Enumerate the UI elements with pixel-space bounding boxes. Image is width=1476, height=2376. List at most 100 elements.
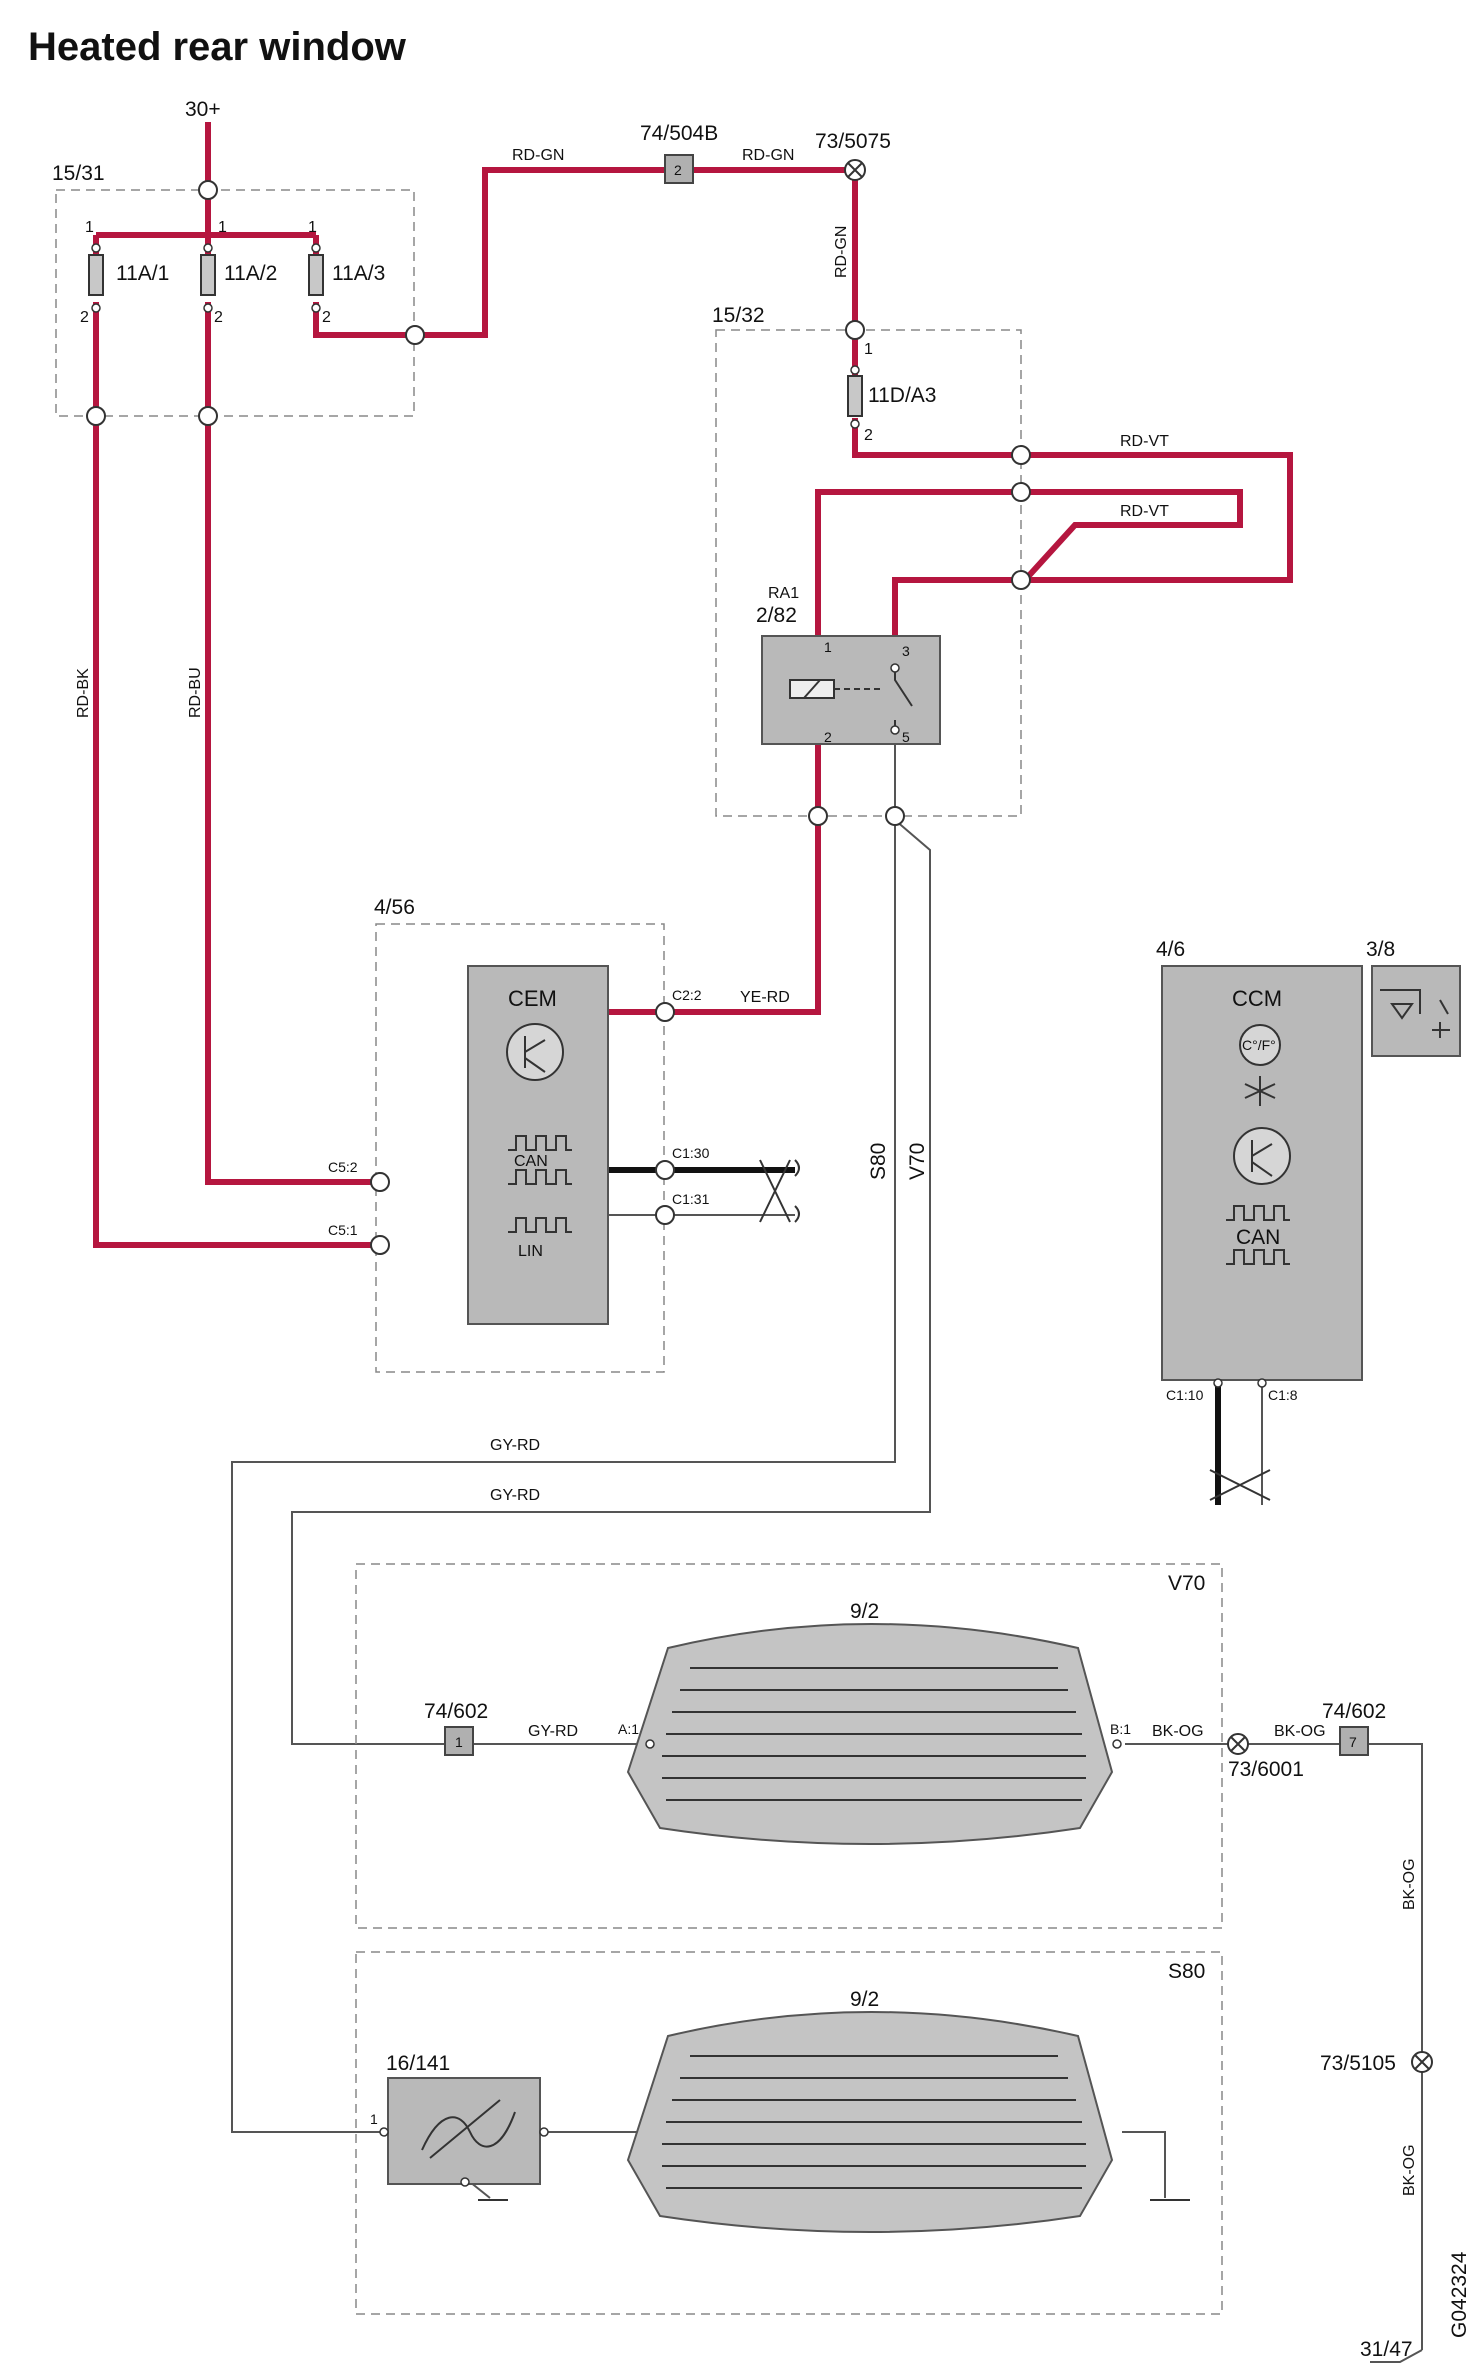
label-splice-ground: 73/5105 (1320, 2052, 1396, 2075)
label-splice-top: 73/5075 (815, 130, 891, 153)
twisted-pair-symbol-cem (759, 1159, 791, 1223)
label-ccm-c1-10: C1:10 (1166, 1387, 1204, 1403)
label-cem-lin: LIN (518, 1243, 543, 1260)
label-wire-rdvt-2: RD-VT (1120, 503, 1169, 520)
label-ccm-can: CAN (1236, 1226, 1280, 1249)
label-relay-pin-5: 5 (902, 729, 910, 745)
ccm-transistor-icon (1233, 1127, 1291, 1185)
switch-module-symbol (1380, 989, 1450, 1038)
node-relaybox-rdvt-1 (1011, 445, 1031, 465)
label-relay-pin-2: 2 (824, 729, 832, 745)
cut-symbol-cem (794, 1159, 800, 1223)
label-ccm-c1-8: C1:8 (1268, 1387, 1298, 1403)
splice-73-6001 (1227, 1733, 1249, 1755)
label-relay-pin-1: 1 (824, 639, 832, 655)
label-wire-gyrd-s80: GY-RD (490, 1437, 540, 1454)
cem-can-wave-bottom (508, 1169, 572, 1185)
pin-relay-3 (890, 663, 900, 673)
node-cem-c2-2 (655, 1002, 675, 1022)
splice-73-5105 (1411, 2051, 1433, 2073)
label-ccm-temp: C°/F° (1242, 1037, 1276, 1053)
label-ground-ref: 31/47 (1360, 2338, 1413, 2361)
relay-coil-mark (803, 679, 821, 699)
label-variant-s80-wire: S80 (867, 1143, 890, 1180)
fuse-11a1-body (88, 254, 104, 296)
cem-frame (375, 923, 665, 1373)
label-cem-can: CAN (514, 1153, 548, 1170)
label-fuse3: 11A/3 (332, 262, 385, 285)
label-variant-v70-wire: V70 (906, 1143, 929, 1180)
label-wire-gyrd-v70: GY-RD (490, 1487, 540, 1504)
label-wire-yerd: YE-RD (740, 989, 790, 1006)
wire-gy-rd-v70 (291, 819, 931, 1745)
node-relaybox-out-grey (885, 806, 905, 826)
label-v70-window: 9/2 (850, 1600, 879, 1623)
wire-rd-gn-top (313, 167, 855, 338)
ccm-transistor-symbol (1251, 1140, 1273, 1177)
pin-fuse11d-2 (850, 419, 860, 429)
wire-ye-rd (665, 730, 821, 1015)
label-fuse1: 11A/1 (116, 262, 169, 285)
label-fuse3-pin-in: 1 (308, 219, 317, 236)
label-fuse1-pin-in: 1 (85, 219, 94, 236)
label-ccm-id: 4/6 (1156, 938, 1185, 961)
label-cem-c5-2: C5:2 (328, 1159, 358, 1175)
label-fuse2: 11A/2 (224, 262, 277, 285)
pin-relay-5 (890, 725, 900, 735)
label-connector-top-pin: 2 (674, 162, 682, 178)
splice-73-5075 (844, 159, 866, 181)
diagram-title: Heated rear window (28, 25, 407, 69)
label-fuse11d: 11D/A3 (868, 384, 937, 407)
label-fuse2-pin-out: 2 (214, 309, 223, 326)
filter-wave-icon (421, 2111, 516, 2151)
label-v70-pin-b: B:1 (1110, 1721, 1131, 1737)
pin-fuse1-1 (91, 243, 101, 253)
label-wire-rdgn-2: RD-GN (742, 147, 794, 164)
ccm-can-wave-bottom (1226, 1249, 1290, 1265)
label-wire-rdbu: RD-BU (187, 667, 204, 718)
pin-ccm-c1-10 (1213, 1378, 1223, 1388)
label-image-code: G042324 (1448, 2251, 1471, 2338)
rear-window-s80 (626, 2011, 1114, 2233)
pin-fuse3-1 (311, 243, 321, 253)
connector-74-602-left (444, 1726, 474, 1756)
label-supply: 30+ (185, 98, 221, 121)
connector-74-602-right (1339, 1726, 1369, 1756)
label-connector-top: 74/504B (640, 122, 718, 145)
label-cem-c2-2: C2:2 (672, 987, 702, 1003)
pin-fuse2-1 (203, 243, 213, 253)
ccm-can-wave-top (1226, 1205, 1290, 1221)
label-relay-box-id: 15/32 (712, 304, 765, 327)
cem-can-wave-top (508, 1135, 572, 1151)
twisted-pair-symbol-ccm (1209, 1469, 1271, 1501)
label-wire-rdgn-3: RD-GN (833, 226, 850, 278)
node-cem-c5-2 (370, 1172, 390, 1192)
node-relaybox-rdvt-2 (1011, 482, 1031, 502)
label-wire-bkog-1: BK-OG (1152, 1723, 1204, 1740)
cem-transistor-symbol (524, 1036, 546, 1073)
label-fuse2-pin-in: 1 (218, 219, 227, 236)
ccm-snowflake-icon (1244, 1076, 1276, 1106)
fuse-box-frame (55, 189, 415, 417)
label-s80-filter: 16/141 (386, 2052, 450, 2075)
label-wire-bkog-2: BK-OG (1274, 1723, 1326, 1740)
label-wire-rdgn-1: RD-GN (512, 147, 564, 164)
pin-filter-1 (379, 2127, 389, 2137)
fuse-11a2-body (200, 254, 216, 296)
node-fusebox-out (405, 325, 425, 345)
label-relay-id: RA1 (768, 585, 799, 602)
ccm-temp-icon (1239, 1024, 1281, 1066)
label-fuse11d-pin-in: 1 (864, 341, 873, 358)
label-wire-gyrd-window: GY-RD (528, 1723, 578, 1740)
node-fusebox-rdbk (86, 406, 106, 426)
pin-window-b1 (1112, 1739, 1122, 1749)
wire-s80-ground (1122, 2131, 1166, 2198)
label-cem-name: CEM (508, 986, 557, 1011)
pin-filter-ground (460, 2177, 470, 2187)
relay-body (761, 635, 941, 745)
node-cem-c1-30 (655, 1160, 675, 1180)
wire-rd-vt-inner (815, 489, 1243, 648)
label-switch-module-id: 3/8 (1366, 938, 1395, 961)
wire-rd-bk (93, 302, 380, 1248)
label-cem-c1-30: C1:30 (672, 1145, 710, 1161)
